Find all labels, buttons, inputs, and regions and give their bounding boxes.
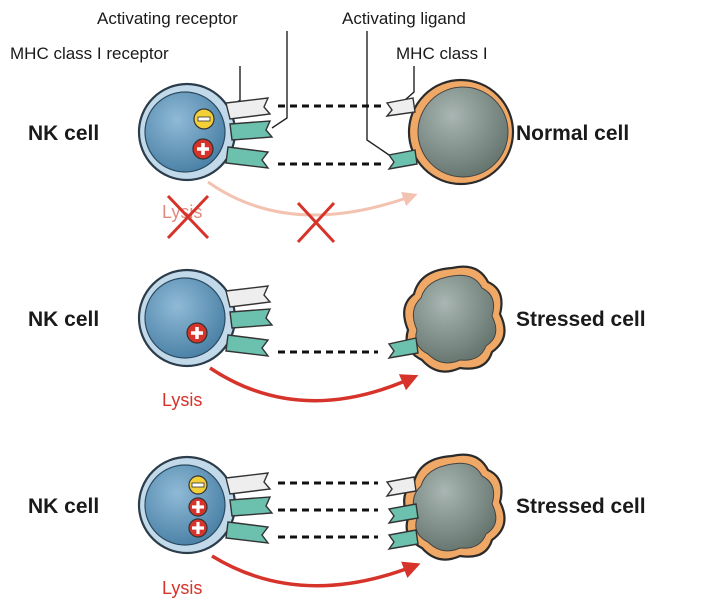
lysis-arrow — [211, 554, 421, 588]
stressed-cell-2 — [403, 453, 506, 561]
mhc-class-i-ligand — [385, 97, 416, 117]
target-cell-label: Stressed cell — [516, 495, 646, 518]
activating-receptor — [229, 308, 274, 329]
target-cell-label: Normal cell — [516, 122, 629, 145]
activating-receptor — [225, 521, 270, 544]
lysis-arrow — [209, 366, 419, 403]
activating-receptor — [229, 120, 274, 141]
row-1: Lysis NK cell Normal cell — [28, 78, 629, 244]
blocked-lysis-arrow — [207, 180, 418, 217]
activating-receptor — [229, 496, 274, 517]
activating-ligand — [387, 149, 418, 170]
nk-cell-label: NK cell — [28, 308, 99, 331]
lysis-label: Lysis — [162, 390, 202, 410]
inhibitory-receptor — [225, 472, 272, 495]
activating-receptor — [225, 334, 270, 357]
row-3: Lysis NK cell Stressed cell — [28, 453, 646, 598]
activating-receptor — [225, 146, 270, 169]
mhc-class-i-ligand — [385, 476, 417, 497]
activating-ligand-label: Activating ligand — [342, 9, 466, 28]
blocked-x-icon — [296, 201, 336, 244]
mhc-class-i-leader — [404, 66, 415, 101]
nk-cell-3 — [137, 455, 237, 555]
stressed-cell-1 — [403, 265, 506, 373]
nk-cell-label: NK cell — [28, 122, 99, 145]
lysis-label: Lysis — [162, 578, 202, 598]
activating-ligand — [387, 503, 419, 524]
nk-cell-1 — [137, 82, 237, 182]
mhc-class-i-label: MHC class I — [396, 44, 488, 63]
normal-cell — [407, 78, 515, 186]
target-cell-label: Stressed cell — [516, 308, 646, 331]
nk-cell-label: NK cell — [28, 495, 99, 518]
activating-ligand — [387, 337, 419, 359]
nk-cell-2 — [137, 268, 237, 368]
row-2: Lysis NK cell Stressed cell — [28, 265, 646, 410]
inhibitory-receptor — [225, 97, 272, 120]
activating-receptor-label: Activating receptor — [97, 9, 238, 28]
blocked-x-icon — [166, 194, 210, 240]
activating-ligand — [387, 529, 419, 550]
activating-receptor-leader — [271, 31, 288, 129]
inhibitory-receptor — [225, 285, 272, 308]
activating-ligand-leader — [366, 31, 393, 158]
mhc-receptor-label: MHC class I receptor — [10, 44, 169, 63]
mhc-receptor-leader — [231, 66, 241, 107]
